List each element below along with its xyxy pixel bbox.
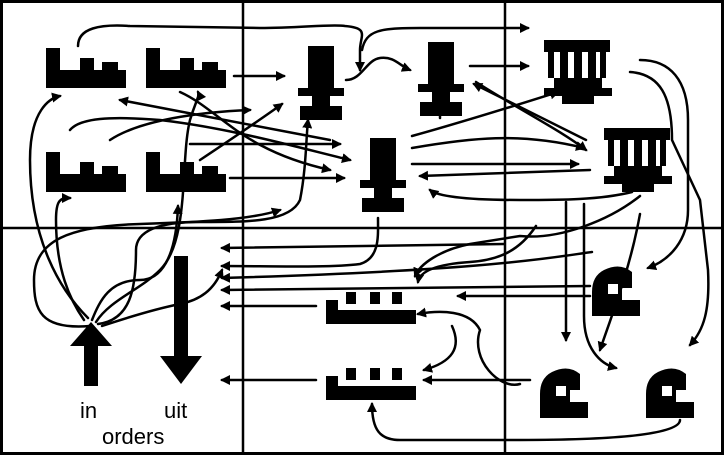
milling-machine-icon — [604, 128, 672, 192]
lathe-icon — [326, 292, 416, 324]
saw-machine-icon — [46, 48, 126, 88]
flow-arrow — [222, 218, 378, 267]
drill-press-icon — [298, 46, 344, 120]
grinder-icon — [540, 368, 588, 418]
flow-arrow — [412, 138, 584, 148]
flow-arrow — [424, 326, 456, 370]
flow-arrow — [56, 198, 84, 320]
flow-arrow — [30, 96, 88, 318]
saw-machine-icon — [146, 48, 226, 88]
orders-in-label: in — [80, 398, 97, 423]
flow-arrow — [346, 58, 410, 80]
flow-arrow — [430, 190, 632, 200]
orders-in-arrow — [70, 322, 112, 386]
grinder-icon — [646, 368, 694, 418]
orders-out-label: uit — [164, 398, 187, 423]
flow-arrow — [418, 226, 536, 282]
orders-out-arrow — [160, 256, 202, 384]
saw-machine-icon — [46, 152, 126, 192]
flow-arrow — [222, 252, 592, 278]
drill-press-icon — [360, 138, 406, 212]
material-flows — [30, 25, 708, 440]
flow-arrow — [630, 72, 708, 345]
lathe-icon — [326, 368, 416, 400]
grinder-icon — [592, 266, 640, 316]
flow-arrow — [372, 404, 680, 440]
orders-label: orders — [102, 424, 164, 449]
flow-arrow — [222, 286, 590, 290]
